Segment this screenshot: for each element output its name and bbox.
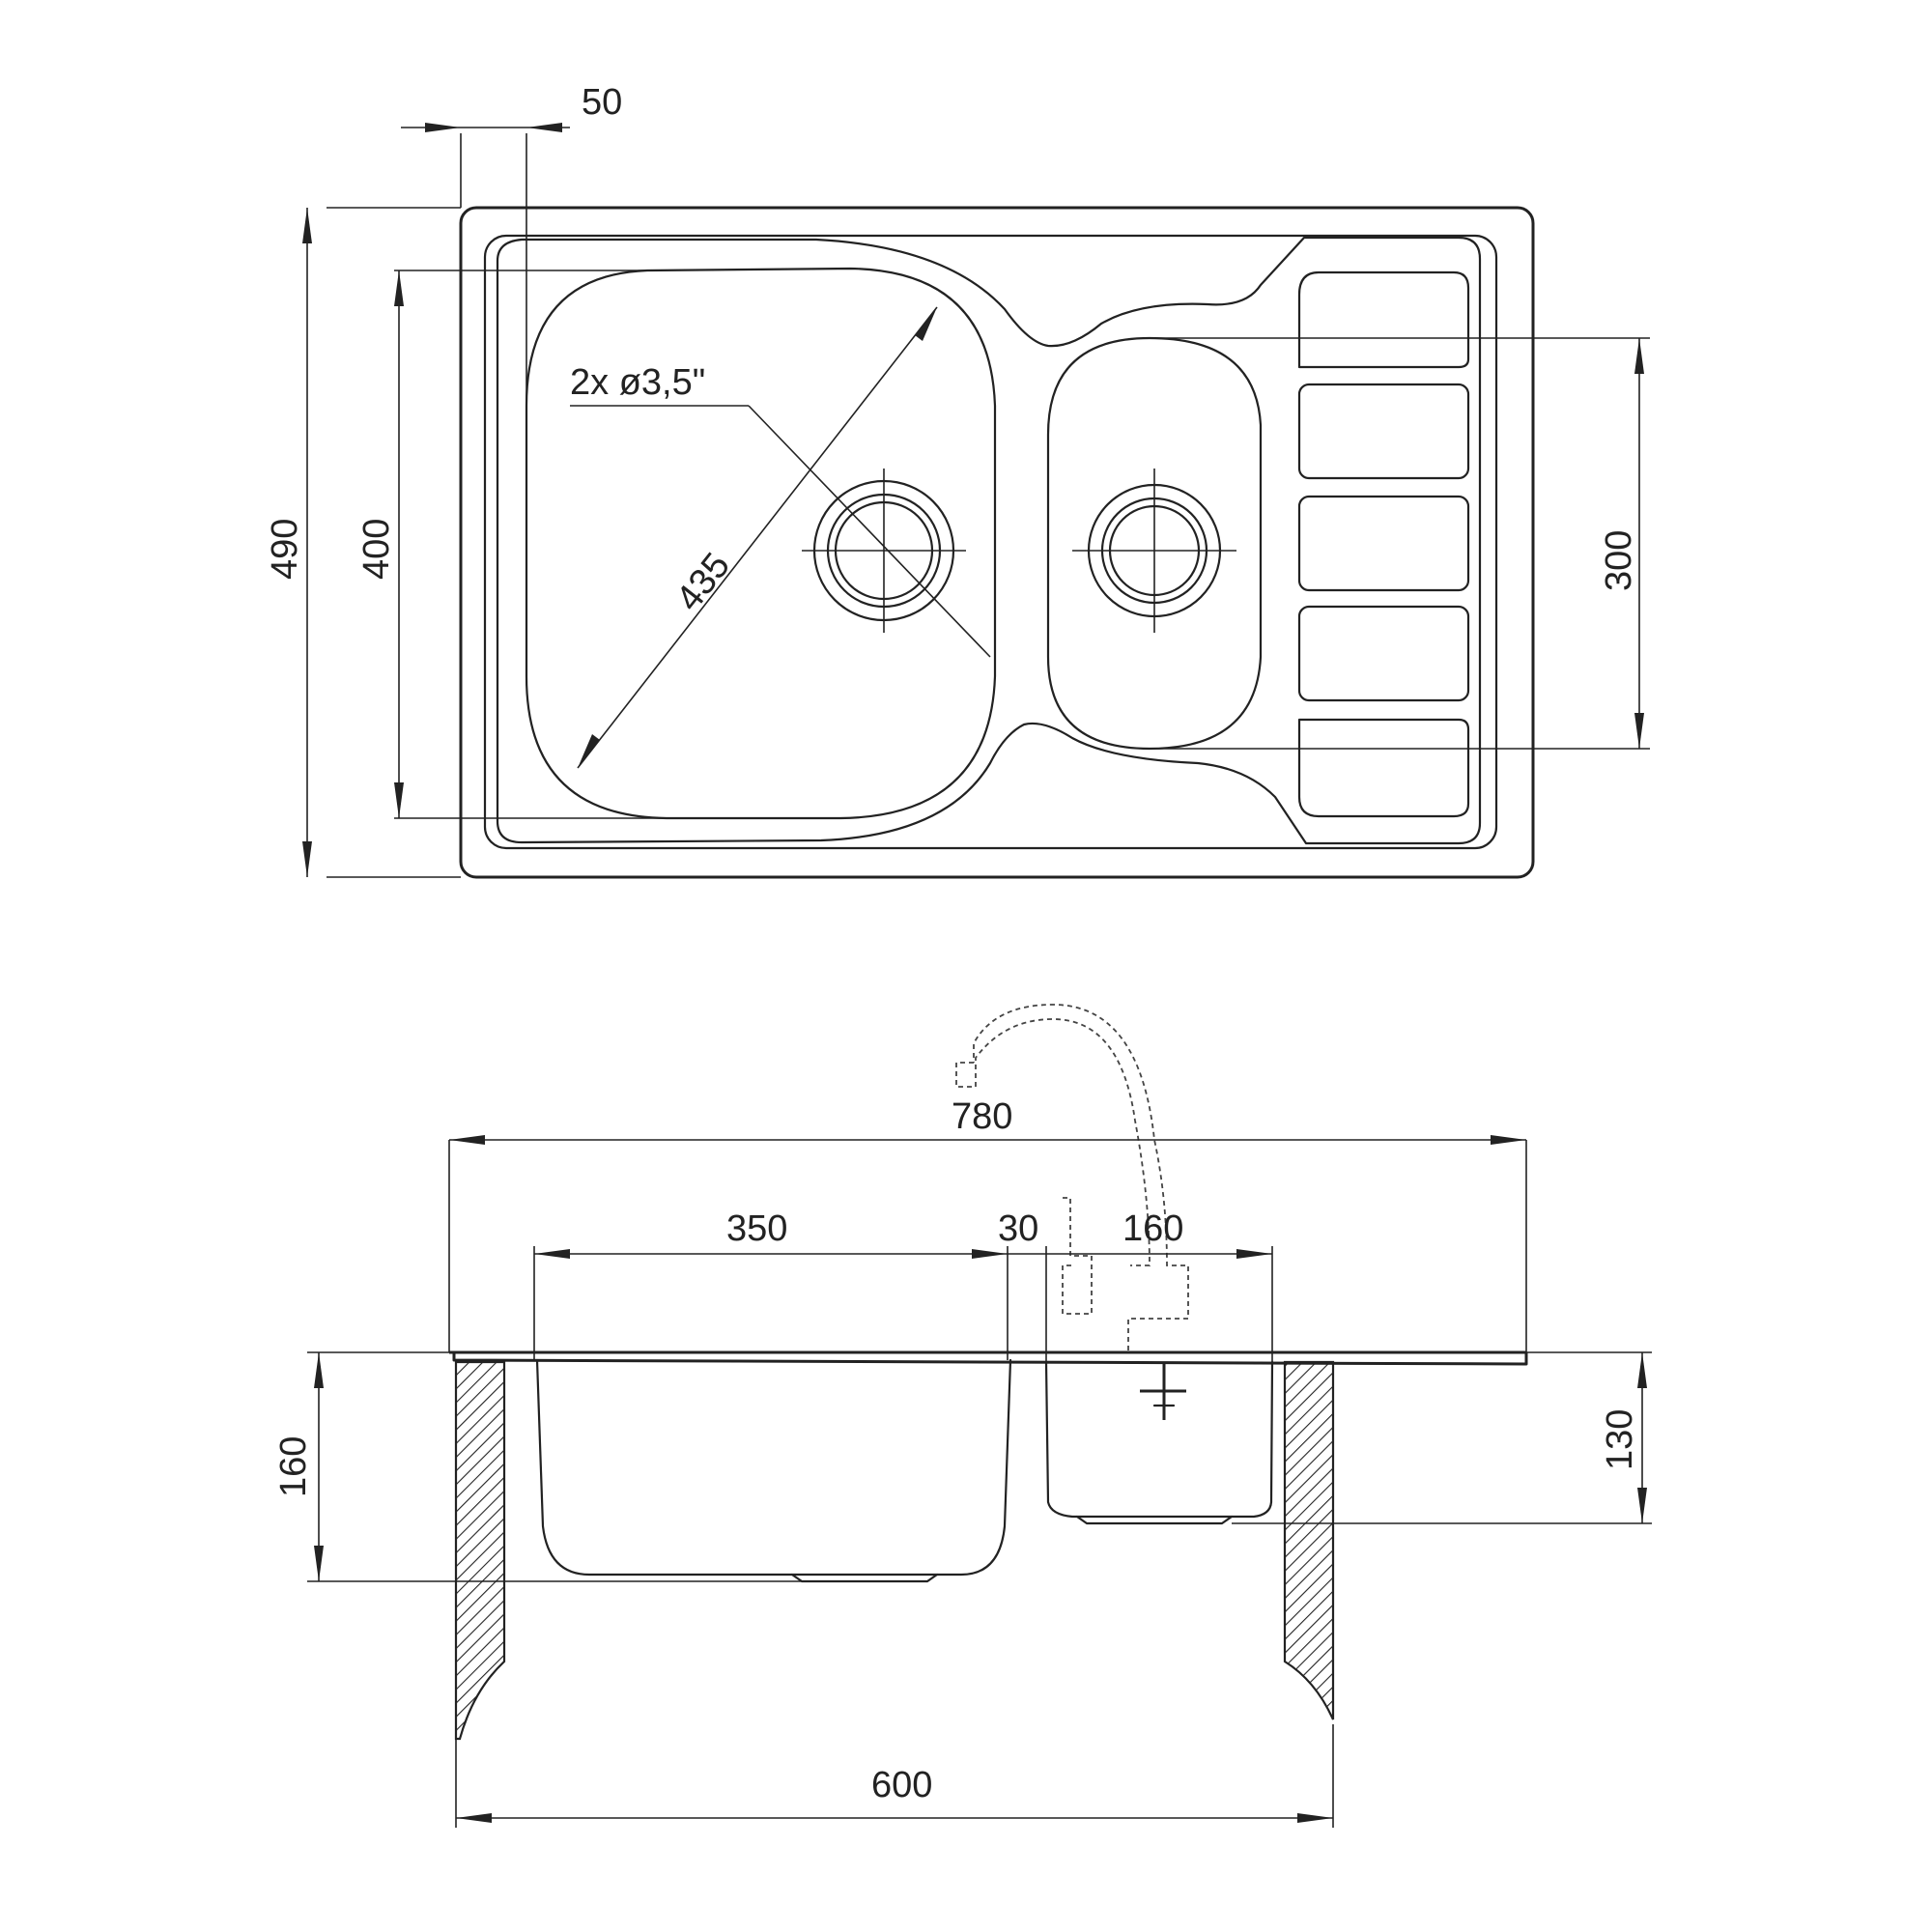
dim-label-160-height: 160 bbox=[273, 1436, 314, 1497]
dim-bowl-widths: 350 30 160 bbox=[533, 1208, 1273, 1362]
small-bowl bbox=[1046, 336, 1263, 751]
small-drain bbox=[1072, 469, 1236, 633]
dim-small-bowl-300: 300 bbox=[1150, 337, 1650, 750]
dim-label-30: 30 bbox=[998, 1208, 1038, 1249]
side-view: 780 350 30 160 160 bbox=[273, 1004, 1652, 1828]
dim-label-130: 130 bbox=[1600, 1409, 1640, 1470]
dim-cabinet-width-600: 600 bbox=[455, 1724, 1334, 1828]
faucet-handle-dashed bbox=[1062, 1197, 1093, 1315]
dim-label-50: 50 bbox=[582, 82, 622, 123]
dim-main-bowl-height-160: 160 bbox=[273, 1351, 802, 1582]
outlet-note-label: 2x ø3,5" bbox=[570, 362, 705, 403]
main-bowl-bottom-lip bbox=[790, 1573, 939, 1583]
dim-label-400: 400 bbox=[356, 519, 397, 580]
dim-label-600: 600 bbox=[871, 1765, 932, 1805]
tap-body bbox=[1140, 1364, 1186, 1420]
dim-label-780: 780 bbox=[952, 1096, 1012, 1137]
dim-label-350: 350 bbox=[726, 1208, 787, 1249]
outlet-note: 2x ø3,5" bbox=[570, 362, 991, 658]
dim-bowl-depth-400: 400 bbox=[356, 270, 667, 819]
dim-label-300: 300 bbox=[1599, 530, 1639, 591]
dim-offset-50: 50 bbox=[401, 82, 622, 406]
sink-inner-rim bbox=[483, 234, 1498, 850]
dim-label-490: 490 bbox=[265, 519, 305, 580]
sink-rim-profile bbox=[452, 1352, 1528, 1366]
dim-label-435: 435 bbox=[668, 546, 738, 619]
bowl-flange-contour bbox=[496, 236, 1482, 845]
top-view: 50 490 400 435 bbox=[265, 82, 1650, 879]
drainer-ribs bbox=[1297, 270, 1470, 818]
main-bowl-profile bbox=[535, 1358, 1012, 1577]
main-drain bbox=[802, 469, 966, 633]
dim-total-width-780: 780 bbox=[448, 1096, 1527, 1352]
small-bowl-bottom-lip bbox=[1075, 1515, 1234, 1525]
dim-small-bowl-height-130: 130 bbox=[1232, 1351, 1652, 1524]
cabinet-wall-left bbox=[454, 1360, 506, 1741]
dim-label-160-width: 160 bbox=[1122, 1208, 1183, 1249]
dim-total-depth-490: 490 bbox=[265, 207, 461, 878]
cabinet-wall-right bbox=[1283, 1360, 1335, 1720]
small-bowl-profile bbox=[1044, 1360, 1274, 1519]
main-bowl bbox=[525, 267, 997, 820]
sink-outer-rim bbox=[459, 206, 1535, 879]
faucet-outline-dashed bbox=[955, 1004, 1189, 1350]
